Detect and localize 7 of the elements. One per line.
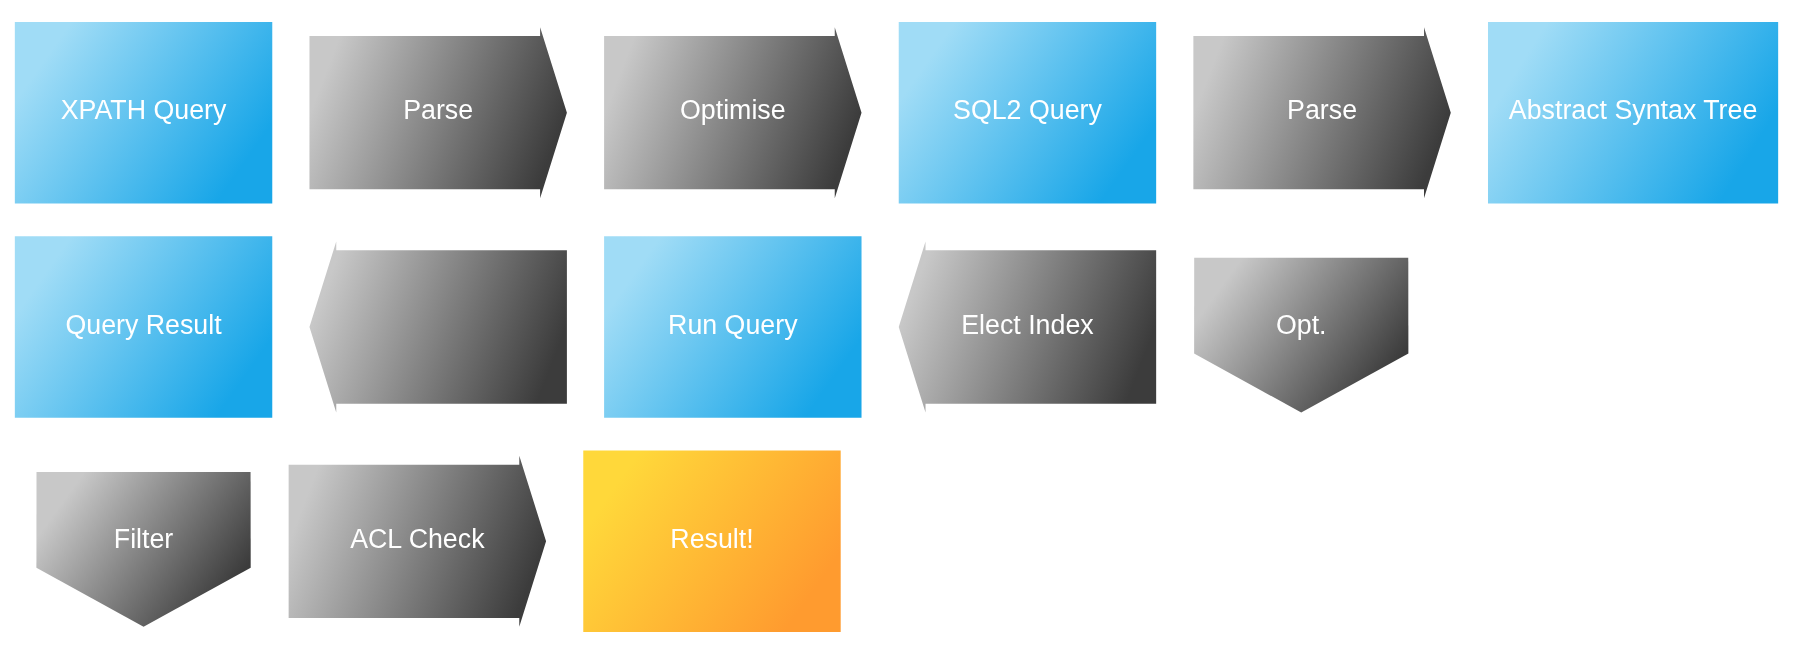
node-box: Result! xyxy=(583,450,841,633)
node-arrow xyxy=(309,241,567,413)
node-box: SQL2 Query xyxy=(898,21,1157,204)
node-box: XPATH Query xyxy=(14,21,273,204)
node-box: Abstract Syntax Tree xyxy=(1488,21,1779,204)
node-box: Query Result xyxy=(14,236,273,418)
node-box: Run Query xyxy=(604,236,862,418)
